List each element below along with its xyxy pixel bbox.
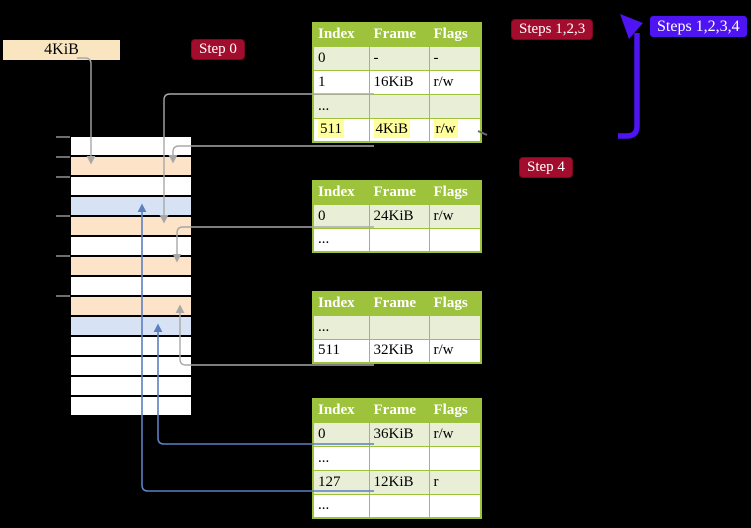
memory-row — [71, 197, 191, 215]
memory-row — [71, 177, 191, 195]
memory-row — [71, 397, 191, 415]
cell-frame — [368, 314, 430, 340]
memory-row — [71, 237, 191, 255]
table-row: ... — [312, 493, 482, 519]
memory-address-ticks — [56, 136, 70, 297]
badge-step-0: Step 0 — [191, 39, 245, 60]
cell-flags — [428, 445, 482, 471]
cell-frame — [368, 445, 430, 471]
page-table-4: Index Frame Flags 0 36KiB r/w ... 127 12… — [312, 398, 482, 519]
cell-frame: 24KiB — [368, 203, 430, 229]
table-row: ... — [312, 227, 482, 253]
table-row: 0 24KiB r/w — [312, 203, 482, 229]
badge-steps-1-2-3-4: Steps 1,2,3,4 — [650, 16, 747, 37]
cell-flags: r/w — [428, 117, 482, 143]
cell-flags: r/w — [428, 203, 482, 229]
cell-frame: 32KiB — [368, 338, 430, 364]
cell-flags — [428, 314, 482, 340]
cell-frame — [368, 227, 430, 253]
cell-index: ... — [312, 93, 370, 119]
cell-index: 511 — [312, 338, 370, 364]
cell-frame: 16KiB — [368, 69, 430, 95]
connector-table1-entry511-to-4kib-frame — [168, 145, 374, 164]
memory-row — [71, 357, 191, 375]
cell-frame: 36KiB — [368, 421, 430, 447]
highlight-mark: r/w — [433, 120, 458, 139]
table-row-highlighted: 511 4KiB r/w — [312, 117, 482, 143]
table-header-row: Index Frame Flags — [312, 180, 482, 205]
memory-row — [71, 217, 191, 235]
memory-row — [71, 277, 191, 295]
highlight-mark: 4KiB — [373, 120, 411, 139]
memory-row — [71, 257, 191, 275]
page-table-1: Index Frame Flags 0 - - 1 16KiB r/w ... … — [312, 22, 482, 143]
table-row: ... — [312, 314, 482, 340]
physical-memory-stack — [71, 137, 191, 415]
cell-flags: r/w — [428, 421, 482, 447]
highlight-mark: 511 — [318, 120, 344, 139]
col-header-index: Index — [312, 22, 370, 47]
cell-index: ... — [312, 493, 370, 519]
cell-index: 1 — [312, 69, 370, 95]
memory-row — [71, 297, 191, 315]
page-table-2: Index Frame Flags 0 24KiB r/w ... — [312, 180, 482, 253]
table-header-row: Index Frame Flags — [312, 22, 482, 47]
cell-flags: r/w — [428, 69, 482, 95]
table-row: 511 32KiB r/w — [312, 338, 482, 364]
table-row: 1 16KiB r/w — [312, 69, 482, 95]
col-header-index: Index — [312, 291, 370, 316]
table-row: 127 12KiB r — [312, 469, 482, 495]
cell-index: 0 — [312, 45, 370, 71]
cell-flags: r — [428, 469, 482, 495]
cell-index: ... — [312, 445, 370, 471]
memory-row — [71, 137, 191, 155]
col-header-flags: Flags — [428, 22, 482, 47]
cell-frame: 12KiB — [368, 469, 430, 495]
col-header-index: Index — [312, 398, 370, 423]
cell-flags — [428, 227, 482, 253]
page-table-3: Index Frame Flags ... 511 32KiB r/w — [312, 291, 482, 364]
table-row: ... — [312, 445, 482, 471]
cell-index: 511 — [312, 117, 370, 143]
cell-index: 0 — [312, 421, 370, 447]
cell-index: 127 — [312, 469, 370, 495]
col-header-frame: Frame — [368, 180, 430, 205]
cell-frame: 4KiB — [368, 117, 430, 143]
cell-frame — [368, 493, 430, 519]
col-header-flags: Flags — [428, 398, 482, 423]
frame-size-box: 4KiB — [3, 40, 120, 60]
col-header-frame: Frame — [368, 398, 430, 423]
table-header-row: Index Frame Flags — [312, 291, 482, 316]
badge-steps-1-2-3: Steps 1,2,3 — [511, 19, 594, 40]
steps-flow-arrow — [618, 14, 643, 139]
badge-step-4: Step 4 — [519, 157, 573, 178]
table-row: 0 36KiB r/w — [312, 421, 482, 447]
cell-flags: - — [428, 45, 482, 71]
cell-index: 0 — [312, 203, 370, 229]
memory-row — [71, 337, 191, 355]
memory-row — [71, 377, 191, 395]
memory-row — [71, 317, 191, 335]
table-header-row: Index Frame Flags — [312, 398, 482, 423]
cell-flags — [428, 93, 482, 119]
table-row: ... — [312, 93, 482, 119]
col-header-flags: Flags — [428, 180, 482, 205]
cell-frame: - — [368, 45, 430, 71]
col-header-frame: Frame — [368, 22, 430, 47]
cell-index: ... — [312, 314, 370, 340]
col-header-flags: Flags — [428, 291, 482, 316]
cell-index: ... — [312, 227, 370, 253]
col-header-index: Index — [312, 180, 370, 205]
table-row: 0 - - — [312, 45, 482, 71]
cell-flags — [428, 493, 482, 519]
col-header-frame: Frame — [368, 291, 430, 316]
cell-flags: r/w — [428, 338, 482, 364]
cell-frame — [368, 93, 430, 119]
memory-row — [71, 157, 191, 175]
